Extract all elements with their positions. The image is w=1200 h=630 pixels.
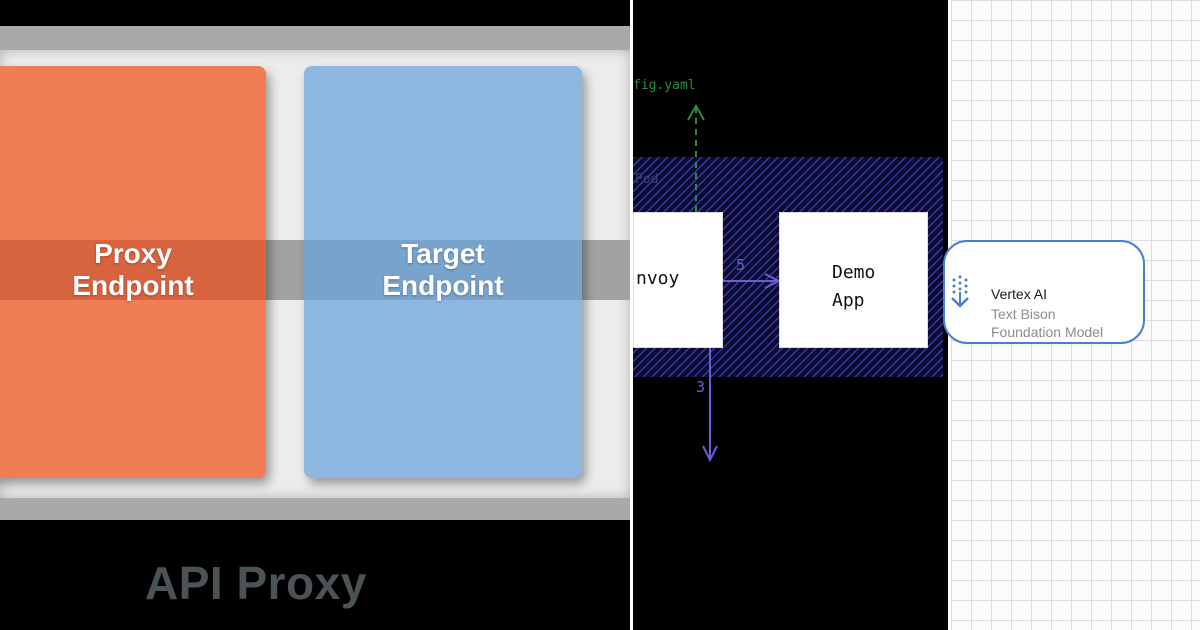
vertex-ai-subtitle: Text Bison Foundation Model	[991, 305, 1103, 341]
proxy-endpoint-band	[0, 240, 266, 300]
proxy-endpoint-label: Proxy Endpoint	[72, 238, 194, 301]
vertex-subtitle-line1: Text Bison	[991, 306, 1056, 322]
target-endpoint-block: Target Endpoint	[304, 66, 582, 478]
arrow-3-label: 3	[696, 378, 706, 396]
arrow-3-head	[702, 445, 718, 463]
demo-app-label: Demo App	[832, 262, 876, 311]
api-proxy-title: API Proxy	[145, 557, 367, 609]
config-file-label: fig.yaml	[633, 78, 696, 93]
demo-app-box: Demo App	[779, 212, 928, 348]
envoy-label: nvoy	[636, 268, 680, 289]
envoy-sketch-panel: Pod fig.yaml nvoy Demo App 5 3	[633, 0, 948, 630]
panel-divider	[630, 0, 633, 630]
vertex-grid-panel: Vertex AI Text Bison Foundation Model	[943, 0, 1200, 630]
pod-label: Pod	[635, 172, 659, 187]
vertex-ai-icon	[951, 275, 969, 308]
config-arrowhead	[687, 103, 705, 121]
target-endpoint-label: Target Endpoint	[382, 238, 504, 301]
envoy-box: nvoy	[633, 212, 723, 348]
vertex-ai-card[interactable]: Vertex AI Text Bison Foundation Model	[943, 240, 1145, 344]
arrow-5-label: 5	[736, 256, 746, 274]
vertex-subtitle-line2: Foundation Model	[991, 324, 1104, 340]
api-proxy-panel: Proxy Endpoint Target Endpoint API Proxy	[0, 26, 630, 609]
target-endpoint-band	[304, 240, 582, 300]
proxy-endpoint-block: Proxy Endpoint	[0, 66, 266, 478]
vertex-ai-name: Vertex AI	[991, 286, 1048, 302]
